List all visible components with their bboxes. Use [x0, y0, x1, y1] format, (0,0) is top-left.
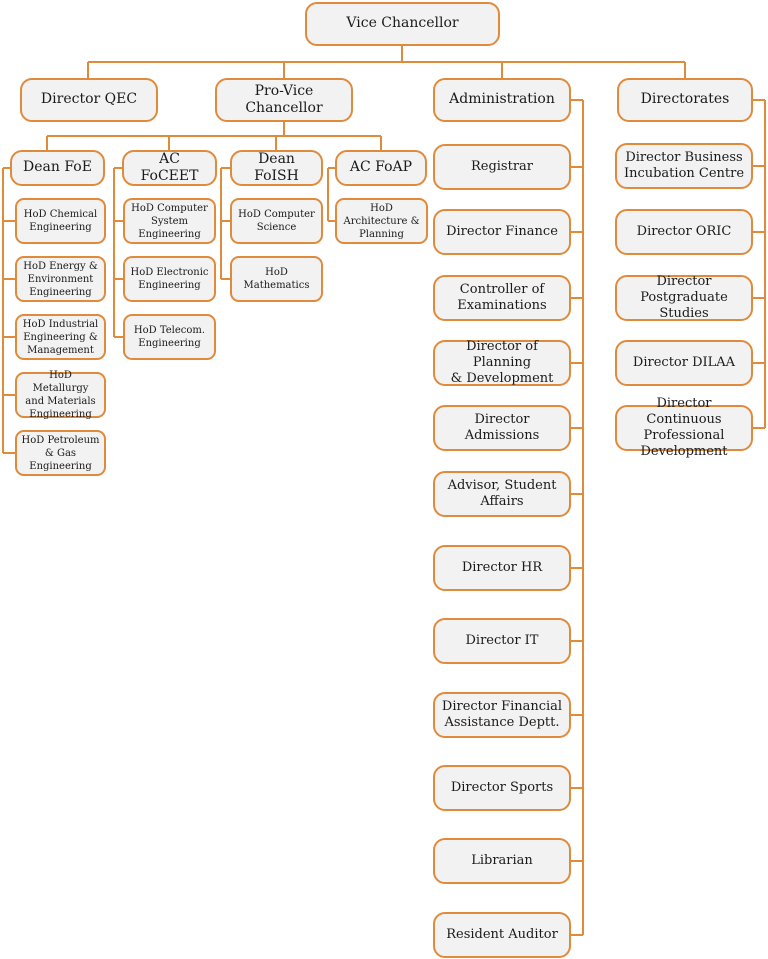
box-director-qec: Director QEC [20, 78, 158, 122]
box-director-planning-label: Director of Planning & Development [450, 338, 554, 387]
box-hod-computer-science-label: HoD Computer Science [238, 209, 315, 233]
box-dean-foish-label: Dean FoISH [254, 150, 299, 185]
box-hod-telecom-label: HoD Telecom. Engineering [133, 325, 206, 349]
box-director-hr: Director HR [433, 545, 571, 591]
box-hod-metallurgy: HoD Metallurgy and Materials Engineering [15, 370, 106, 420]
box-resident-auditor: Resident Auditor [433, 912, 571, 958]
box-director-planning: Director of Planning & Development [433, 338, 571, 387]
box-director-it-label: Director IT [465, 632, 539, 648]
box-dean-foish: Dean FoISH [230, 150, 323, 186]
box-hod-electronic-label: HoD Electronic Engineering [130, 267, 209, 291]
box-hod-mathematics: HoD Mathematics [230, 256, 323, 302]
box-dean-foe-label: Dean FoE [23, 159, 92, 176]
box-pro-vice-chancellor-label: Pro-Vice Chancellor [245, 82, 323, 117]
box-hod-architecture: HoD Architecture & Planning [335, 198, 428, 244]
box-director-dilaa: Director DILAA [615, 340, 753, 386]
box-hod-petroleum-label: HoD Petroleum & Gas Engineering [21, 434, 100, 472]
box-director-finance-label: Director Finance [446, 223, 558, 239]
box-director-sports-label: Director Sports [450, 779, 554, 795]
box-director-postgraduate: Director Postgraduate Studies [615, 273, 753, 322]
box-hod-computer-system-label: HoD Computer System Engineering [131, 202, 208, 240]
box-vice-chancellor-label: Vice Chancellor [346, 15, 459, 32]
box-hod-computer-science: HoD Computer Science [230, 198, 323, 244]
box-hod-chemical: HoD Chemical Engineering [15, 198, 106, 244]
box-director-financial-assistance-label: Director Financial Assistance Deptt. [441, 698, 563, 730]
box-directorates-label: Directorates [640, 91, 730, 108]
box-librarian: Librarian [433, 838, 571, 884]
box-director-oric: Director ORIC [615, 209, 753, 255]
box-director-finance: Director Finance [433, 209, 571, 255]
box-director-cpd: Director Continuous Professional Develop… [615, 396, 753, 459]
box-controller-examinations: Controller of Examinations [433, 275, 571, 321]
box-hod-chemical-label: HoD Chemical Engineering [23, 209, 98, 233]
box-director-business-incubation: Director Business Incubation Centre [615, 143, 753, 189]
box-directorates: Directorates [617, 78, 753, 122]
box-director-admissions: Director Admissions [433, 405, 571, 451]
box-administration: Administration [433, 78, 571, 122]
box-director-financial-assistance: Director Financial Assistance Deptt. [433, 692, 571, 738]
box-hod-industrial-label: HoD Industrial Engineering & Management [22, 318, 99, 356]
box-ac-foceet: AC FoCEET [122, 150, 217, 186]
box-advisor-student-affairs-label: Advisor, Student Affairs [447, 477, 557, 509]
box-ac-foap: AC FoAP [335, 150, 427, 186]
box-registrar: Registrar [433, 144, 571, 190]
box-hod-industrial: HoD Industrial Engineering & Management [15, 314, 106, 360]
box-director-sports: Director Sports [433, 765, 571, 811]
box-director-dilaa-label: Director DILAA [632, 354, 736, 370]
box-director-hr-label: Director HR [461, 559, 543, 575]
box-pro-vice-chancellor: Pro-Vice Chancellor [215, 78, 353, 122]
box-administration-label: Administration [449, 91, 555, 108]
box-hod-petroleum: HoD Petroleum & Gas Engineering [15, 430, 106, 476]
box-director-business-incubation-label: Director Business Incubation Centre [623, 149, 745, 181]
box-director-admissions-label: Director Admissions [464, 411, 540, 443]
box-director-postgraduate-label: Director Postgraduate Studies [640, 273, 728, 322]
box-resident-auditor-label: Resident Auditor [446, 926, 558, 942]
box-advisor-student-affairs: Advisor, Student Affairs [433, 471, 571, 517]
box-director-qec-label: Director QEC [40, 91, 138, 108]
box-librarian-label: Librarian [471, 852, 533, 868]
box-director-oric-label: Director ORIC [636, 223, 732, 239]
box-hod-electronic: HoD Electronic Engineering [123, 256, 216, 302]
box-hod-telecom: HoD Telecom. Engineering [123, 314, 216, 360]
box-ac-foap-label: AC FoAP [349, 159, 413, 176]
box-hod-architecture-label: HoD Architecture & Planning [343, 202, 420, 240]
box-dean-foe: Dean FoE [10, 150, 105, 186]
box-director-cpd-label: Director Continuous Professional Develop… [640, 395, 728, 460]
box-director-it: Director IT [433, 618, 571, 664]
box-ac-foceet-label: AC FoCEET [140, 150, 199, 185]
box-hod-metallurgy-label: HoD Metallurgy and Materials Engineering [25, 370, 96, 420]
box-hod-energy-label: HoD Energy & Environment Engineering [23, 260, 98, 298]
box-hod-computer-system: HoD Computer System Engineering [123, 198, 216, 244]
box-registrar-label: Registrar [470, 158, 534, 174]
box-vice-chancellor: Vice Chancellor [305, 2, 500, 46]
box-hod-energy: HoD Energy & Environment Engineering [15, 256, 106, 302]
box-hod-mathematics-label: HoD Mathematics [243, 267, 310, 291]
box-controller-examinations-label: Controller of Examinations [457, 281, 547, 313]
